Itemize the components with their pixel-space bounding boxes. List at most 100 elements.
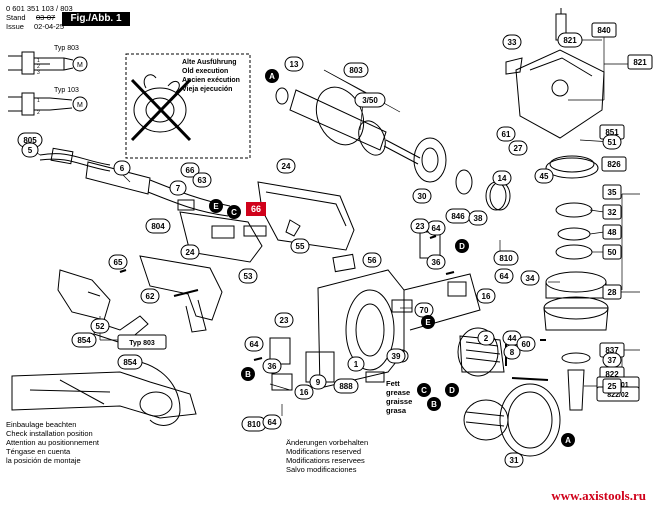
spindle-assembly bbox=[543, 155, 609, 411]
callout-label: 5 bbox=[28, 146, 33, 155]
callout-label: E bbox=[213, 202, 219, 211]
callout-label: 24 bbox=[282, 162, 291, 171]
callout-label: 60 bbox=[522, 340, 531, 349]
callout-label: 6 bbox=[120, 164, 125, 173]
callout-label: 35 bbox=[608, 188, 617, 197]
callout-24: 24 bbox=[276, 158, 296, 174]
wiring-803-label: Typ 803 bbox=[54, 45, 79, 52]
callout-label: C bbox=[231, 208, 237, 217]
callout-label: 810 bbox=[247, 420, 261, 429]
callout-E1: E bbox=[209, 199, 223, 213]
callout-label: 16 bbox=[300, 388, 309, 397]
callout-label: 23 bbox=[416, 222, 425, 231]
callout-label: 7 bbox=[176, 184, 181, 193]
bearing-33 bbox=[505, 57, 523, 75]
callout-label: 33 bbox=[508, 38, 517, 47]
callout-label: 55 bbox=[296, 242, 305, 251]
callout-label: 826 bbox=[607, 160, 621, 169]
callout-7: 7 bbox=[169, 180, 187, 196]
wiring-103-t1: 1 bbox=[37, 98, 40, 104]
callout-label: 70 bbox=[420, 306, 429, 315]
grease-line-2: grease bbox=[386, 388, 410, 397]
wiring-803-t2: 2 bbox=[37, 64, 40, 70]
callout-label: 56 bbox=[368, 256, 377, 265]
callout-label: 888 bbox=[339, 382, 353, 391]
wiring-803-t1: 1 bbox=[37, 58, 40, 64]
callout-D1: D bbox=[455, 239, 469, 253]
assembly-overview bbox=[11, 359, 197, 426]
callout-label: A bbox=[269, 72, 275, 81]
callout-label: 822/02 bbox=[607, 392, 629, 399]
callout-1: 1 bbox=[347, 356, 365, 372]
callout-14: 14 bbox=[492, 170, 512, 186]
callout-label: 27 bbox=[514, 144, 523, 153]
callout-label: 837 bbox=[605, 346, 619, 355]
callout-5: 5 bbox=[21, 142, 39, 158]
old-execution-stator bbox=[130, 74, 192, 142]
callout-label: 24 bbox=[186, 248, 195, 257]
grease-line-3: graisse bbox=[386, 397, 412, 406]
bearing-flange-30 bbox=[413, 137, 447, 183]
grease-line-4: grasa bbox=[386, 406, 407, 415]
callout-854b: 854 bbox=[117, 354, 143, 370]
callout-label: 854 bbox=[123, 358, 137, 367]
gear-housing bbox=[515, 8, 605, 139]
callout-label: 25 bbox=[608, 382, 617, 391]
callout-label: 62 bbox=[146, 292, 155, 301]
callout-64b: 64 bbox=[494, 268, 514, 284]
callout-label: 854 bbox=[77, 336, 91, 345]
callout-854: 854 bbox=[71, 332, 97, 348]
callout-label: B bbox=[431, 400, 437, 409]
website-link[interactable]: www.axistools.ru bbox=[551, 488, 646, 503]
callout-label: 64 bbox=[432, 224, 441, 233]
callout-821: 821 bbox=[557, 32, 583, 48]
callout-label: 30 bbox=[418, 192, 427, 201]
callout-label: 61 bbox=[502, 130, 511, 139]
wiring-803-motor: M bbox=[77, 62, 83, 69]
callout-8: 8 bbox=[503, 344, 521, 360]
callout-A2: A bbox=[561, 433, 575, 447]
callout-label: 3/50 bbox=[362, 96, 378, 105]
callout-16: 16 bbox=[476, 288, 496, 304]
callout-23b: 23 bbox=[410, 218, 430, 234]
callout-28: 28 bbox=[602, 284, 622, 300]
callout-61: 61 bbox=[496, 126, 516, 142]
callout-D2: D bbox=[445, 383, 459, 397]
callout-label: 2 bbox=[484, 334, 489, 343]
callout-label: 48 bbox=[608, 228, 617, 237]
change-note-line: Modifications reserved bbox=[286, 447, 362, 456]
callout-70: 70 bbox=[414, 302, 434, 318]
switch-slider bbox=[177, 199, 195, 211]
callout-label: B bbox=[245, 370, 251, 379]
callout-6: 6 bbox=[113, 160, 131, 176]
callout-55: 55 bbox=[290, 238, 310, 254]
callout-23: 23 bbox=[274, 312, 294, 328]
callout-805: 805 bbox=[17, 132, 43, 148]
callout-label: 53 bbox=[244, 272, 253, 281]
callout-label: 23 bbox=[280, 316, 289, 325]
wiring-103-motor: M bbox=[77, 102, 83, 109]
callout-Typ803: Typ 803 bbox=[117, 334, 167, 350]
callout-16b: 16 bbox=[294, 384, 314, 400]
label-56 bbox=[332, 253, 356, 273]
stator-31 bbox=[463, 399, 509, 441]
callout-label: 32 bbox=[608, 208, 617, 217]
label-888 bbox=[365, 371, 385, 383]
callout-66: 66 bbox=[180, 162, 200, 178]
callout-label: 36 bbox=[268, 362, 277, 371]
callout-48: 48 bbox=[602, 224, 622, 240]
callout-2: 2 bbox=[477, 330, 495, 346]
callout-label: 9 bbox=[316, 378, 321, 387]
doc-number: 0 601 351 103 / 803 bbox=[6, 4, 73, 13]
callout-label: 64 bbox=[500, 272, 509, 281]
callout-label: 64 bbox=[250, 340, 259, 349]
callout-27: 27 bbox=[508, 140, 528, 156]
callout-38: 38 bbox=[468, 210, 488, 226]
callout-31: 31 bbox=[504, 452, 524, 468]
callout-56: 56 bbox=[362, 252, 382, 268]
callout-63: 63 bbox=[192, 172, 212, 188]
stand-label: Stand bbox=[6, 13, 26, 22]
callout-label: 28 bbox=[608, 288, 617, 297]
